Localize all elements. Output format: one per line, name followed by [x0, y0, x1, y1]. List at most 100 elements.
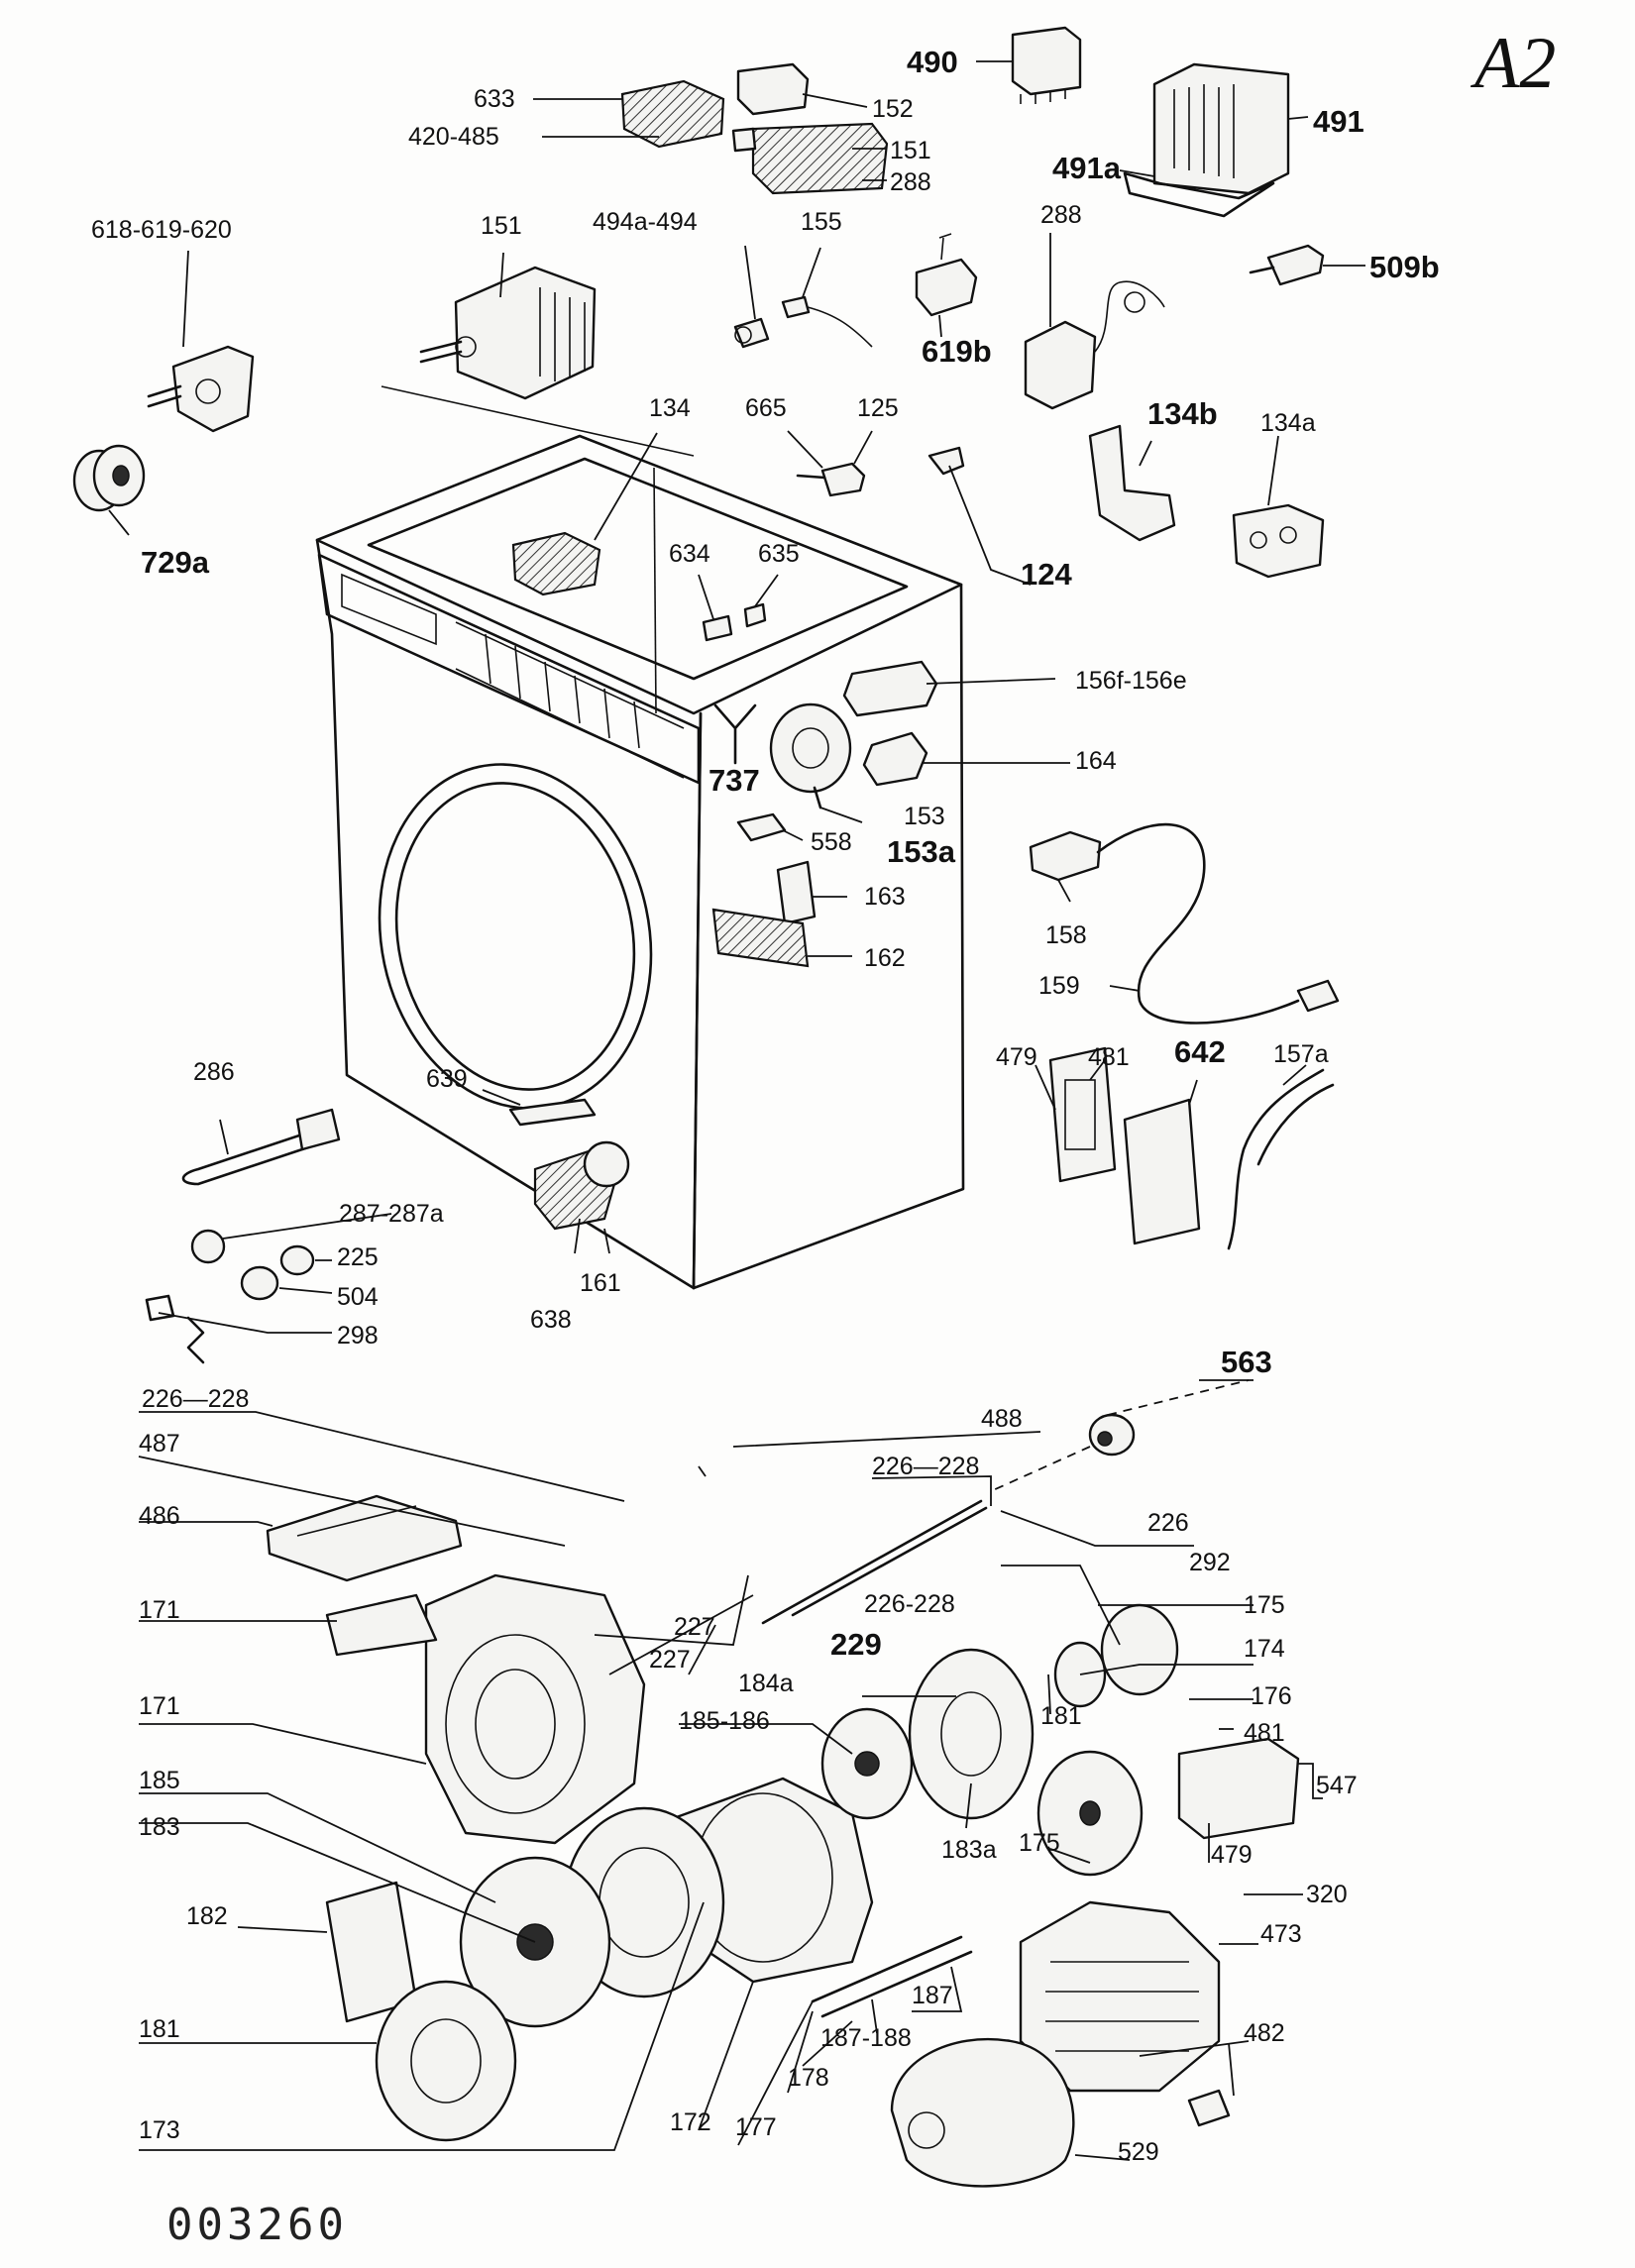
- callout-665: 665: [745, 394, 787, 422]
- callout-491: 491: [1313, 104, 1364, 139]
- part-134b-bracket: [1088, 424, 1176, 542]
- callout-491a: 491a: [1052, 151, 1122, 185]
- callout-175-b: 175: [1019, 1829, 1060, 1857]
- callout-286: 286: [193, 1058, 235, 1086]
- callout-288: 288: [1040, 201, 1082, 229]
- callout-479-b: 479: [1211, 1841, 1253, 1869]
- callout-618-619-620: 618-619-620: [91, 216, 232, 244]
- callout-619b: 619b: [922, 334, 992, 369]
- callout-174: 174: [1244, 1635, 1285, 1663]
- part-183a-endplate: [908, 1648, 1035, 1820]
- part-185-186-fan: [820, 1707, 914, 1820]
- callout-488: 488: [981, 1405, 1023, 1433]
- part-171-motor-housing: [325, 1573, 646, 1845]
- callout-155: 155: [801, 208, 842, 236]
- callout-226-228-a: 226—228: [142, 1385, 249, 1413]
- callout-163: 163: [864, 883, 906, 911]
- callout-481-b: 481: [1244, 1719, 1285, 1747]
- callout-156f-156e: 156f-156e: [1075, 667, 1187, 695]
- callout-178: 178: [788, 2064, 829, 2092]
- part-156-pump: [842, 660, 938, 717]
- callout-164: 164: [1075, 747, 1117, 775]
- callout-420-485: 420-485: [408, 123, 499, 151]
- part-634-635-small: [702, 602, 767, 642]
- callout-639: 639: [426, 1065, 468, 1093]
- part-162-hinge: [711, 908, 810, 968]
- callout-171-b: 171: [139, 1692, 180, 1720]
- part-164-motor: [862, 731, 928, 787]
- callout-558: 558: [811, 828, 852, 856]
- part-152-switch: [736, 62, 810, 116]
- callout-481: 481: [1088, 1043, 1130, 1071]
- part-639-plate: [508, 1098, 597, 1127]
- part-479-481-board: [1048, 1046, 1117, 1183]
- callout-173: 173: [139, 2116, 180, 2144]
- part-151-timer: [419, 266, 597, 400]
- callout-153: 153: [904, 803, 945, 830]
- part-618-valve: [147, 345, 255, 433]
- part-665-125-plug: [796, 462, 866, 497]
- callout-185-186: 185-186: [679, 1707, 770, 1735]
- callout-227-a: 227: [674, 1613, 715, 1641]
- part-124-clip: [927, 446, 965, 476]
- part-182-181-covers: [325, 1881, 517, 2142]
- callout-158: 158: [1045, 921, 1087, 949]
- callout-151-top: 151: [890, 137, 931, 164]
- part-287-225-504-parts: [190, 1229, 315, 1301]
- part-509b-potentiometer: [1249, 244, 1325, 286]
- callout-638: 638: [530, 1306, 572, 1334]
- callout-226-228-b: 226—228: [872, 1453, 979, 1480]
- callout-490: 490: [907, 45, 958, 79]
- callout-labels: 490 633 152 420-485 151 288 491 491a 618…: [91, 45, 1440, 2166]
- callout-292: 292: [1189, 1549, 1231, 1576]
- callout-159: 159: [1038, 972, 1080, 1000]
- callout-181-a: 181: [1040, 1702, 1082, 1730]
- part-163-lock: [776, 860, 817, 925]
- callout-547: 547: [1316, 1772, 1358, 1799]
- part-490-relay: [1011, 26, 1082, 104]
- callout-320: 320: [1306, 1881, 1348, 1908]
- callout-633: 633: [474, 85, 515, 113]
- callout-187-188: 187-188: [820, 2024, 912, 2052]
- part-642-plate: [1123, 1098, 1201, 1245]
- callout-185: 185: [139, 1767, 180, 1794]
- callout-482: 482: [1244, 2019, 1285, 2047]
- callout-563: 563: [1221, 1345, 1272, 1379]
- sheet-mark: A2: [1470, 23, 1556, 104]
- part-134-interlock: [511, 531, 601, 596]
- part-633-switch: [620, 79, 725, 149]
- part-491-transformer: [1123, 62, 1290, 218]
- callout-134b: 134b: [1147, 396, 1218, 431]
- callout-177: 177: [735, 2113, 777, 2141]
- callout-635: 635: [758, 540, 800, 568]
- callout-509b: 509b: [1369, 250, 1440, 284]
- callout-152: 152: [872, 95, 914, 123]
- callout-479: 479: [996, 1043, 1037, 1071]
- part-157a-harness: [1227, 1068, 1335, 1250]
- callout-183: 183: [139, 1813, 180, 1841]
- washer-cabinet: [315, 385, 965, 1290]
- part-298-spring: [145, 1294, 205, 1364]
- callout-183a: 183a: [941, 1836, 997, 1864]
- part-134a-terminal: [1232, 503, 1325, 579]
- document-number: 003260: [166, 2200, 348, 2250]
- part-288-pressure-switch: [1024, 280, 1165, 410]
- part-286-heater: [181, 1108, 341, 1186]
- callout-171-a: 171: [139, 1596, 180, 1624]
- callout-529: 529: [1118, 2138, 1159, 2166]
- part-638-161-pump: [533, 1140, 630, 1231]
- part-175-174-pulley: [1036, 1603, 1179, 1877]
- part-494-lamp: [733, 317, 770, 349]
- callout-162: 162: [864, 944, 906, 972]
- callout-181-b: 181: [139, 2015, 180, 2043]
- part-486-bracket: [266, 1494, 463, 1582]
- part-155-sensor: [781, 295, 873, 348]
- callout-226-228-c: 226-228: [864, 1590, 955, 1618]
- callout-487: 487: [139, 1430, 180, 1458]
- callout-172: 172: [670, 2108, 711, 2136]
- callout-151: 151: [481, 212, 522, 240]
- part-619b-switch: [915, 233, 978, 317]
- callout-125: 125: [857, 394, 899, 422]
